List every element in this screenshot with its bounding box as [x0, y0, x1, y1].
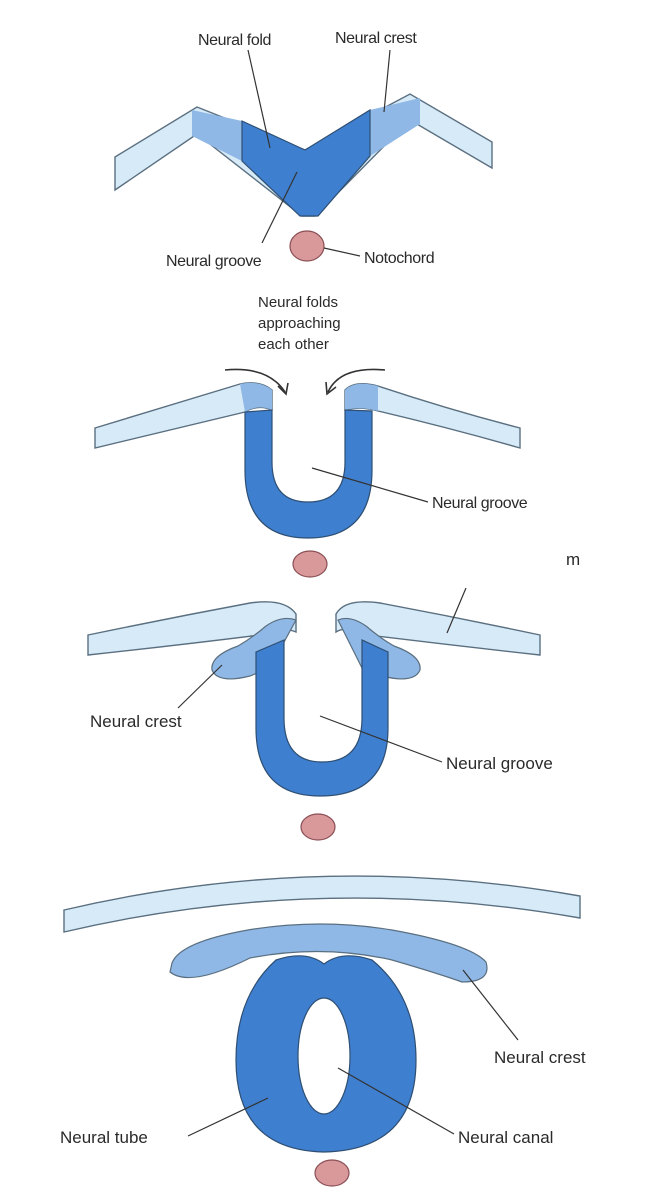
stage-1-neural-plate: Neural fold Neural crest Neural groove N… [114, 30, 493, 270]
stage4-neural-canal [297, 997, 351, 1115]
stage3-label-neural-groove: Neural groove [446, 754, 553, 773]
stage4-label-neural-crest: Neural crest [494, 1048, 586, 1067]
stage4-label-neural-tube: Neural tube [60, 1128, 148, 1147]
stage4-leader-neural-crest [462, 969, 519, 1041]
stage2-arrow-right [327, 368, 386, 393]
stage3-notochord [300, 813, 336, 841]
stage2-crest-left [240, 382, 272, 412]
stage1-crest-left [192, 110, 242, 161]
stage3-pointer-line [446, 587, 467, 634]
stage-2-folds-approaching: Neural folds approaching each other Neur… [94, 294, 580, 578]
stage2-note-line2: approaching [258, 315, 341, 332]
stage3-leader-neural-crest [177, 664, 223, 709]
stage1-leader-neural-fold [247, 49, 271, 149]
stage4-leader-neural-canal [337, 1067, 455, 1135]
stage1-leader-neural-groove [261, 171, 298, 244]
stage1-leader-notochord [323, 247, 361, 257]
stage2-arrow-left-head [277, 382, 289, 396]
stage-3-crest-separating: Neural crest Neural groove [87, 587, 553, 841]
stage1-label-notochord: Notochord [364, 250, 434, 267]
stage1-label-neural-groove: Neural groove [166, 253, 262, 270]
stage3-leader-neural-groove [319, 715, 443, 763]
stage2-leader-neural-groove [311, 467, 429, 503]
stage4-leader-neural-tube [187, 1097, 269, 1137]
stage-4-neural-tube: Neural crest Neural tube Neural canal [60, 875, 586, 1187]
stage1-leader-neural-crest [383, 49, 391, 113]
stage3-surface-ectoderm-left [87, 601, 297, 656]
stage4-surface-ectoderm [63, 875, 581, 933]
stage1-crest-right [370, 98, 420, 156]
stage1-label-neural-fold: Neural fold [198, 32, 271, 49]
stage1-label-neural-crest: Neural crest [335, 30, 417, 47]
stage2-notochord [292, 550, 328, 578]
stage2-crest-right [345, 383, 378, 411]
stage1-neural-plate [241, 108, 371, 217]
stage2-label-neural-groove: Neural groove [432, 495, 528, 512]
stage3-neural-groove-tissue [255, 639, 389, 797]
stage2-arrow-right-head [325, 381, 337, 396]
stage4-label-neural-canal: Neural canal [458, 1128, 553, 1147]
stage2-stray-mark: m [566, 550, 580, 569]
stage2-neural-groove-tissue [244, 409, 373, 539]
stage3-label-neural-crest: Neural crest [90, 712, 182, 731]
stage3-crest-left [211, 617, 297, 680]
stage2-note-line3: each other [258, 336, 329, 353]
stage2-arrow-left [224, 368, 286, 393]
stage1-notochord [289, 230, 325, 262]
stage2-note-line1: Neural folds [258, 294, 338, 311]
stage4-notochord [314, 1159, 350, 1187]
stage4-neural-crest-band [169, 923, 488, 983]
